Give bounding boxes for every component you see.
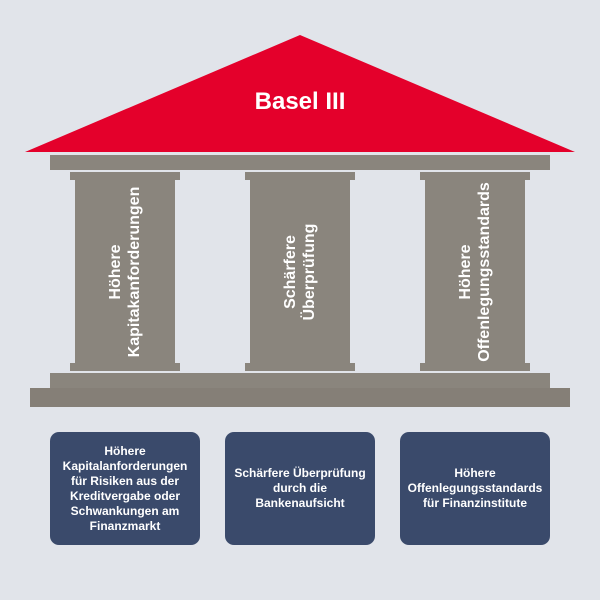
entablature	[50, 155, 550, 170]
lower-step	[30, 388, 570, 407]
upper-step	[50, 373, 550, 388]
description-box-2: Schärfere Überprüfung durch die Bankenau…	[225, 432, 375, 545]
pillar-label: Höhere Kapitakanforderungen	[107, 186, 143, 357]
pillar-label: Höhere Offenlegungsstandards	[457, 181, 493, 362]
description-box-1: Höhere Kapitalanforderungen für Risiken …	[50, 432, 200, 545]
description-box-3: Höhere Offenlegungsstandards für Finanzi…	[400, 432, 550, 545]
pillar-label: Schärfere Überprüfung	[282, 223, 318, 320]
diagram-title: Basel III	[254, 88, 346, 115]
